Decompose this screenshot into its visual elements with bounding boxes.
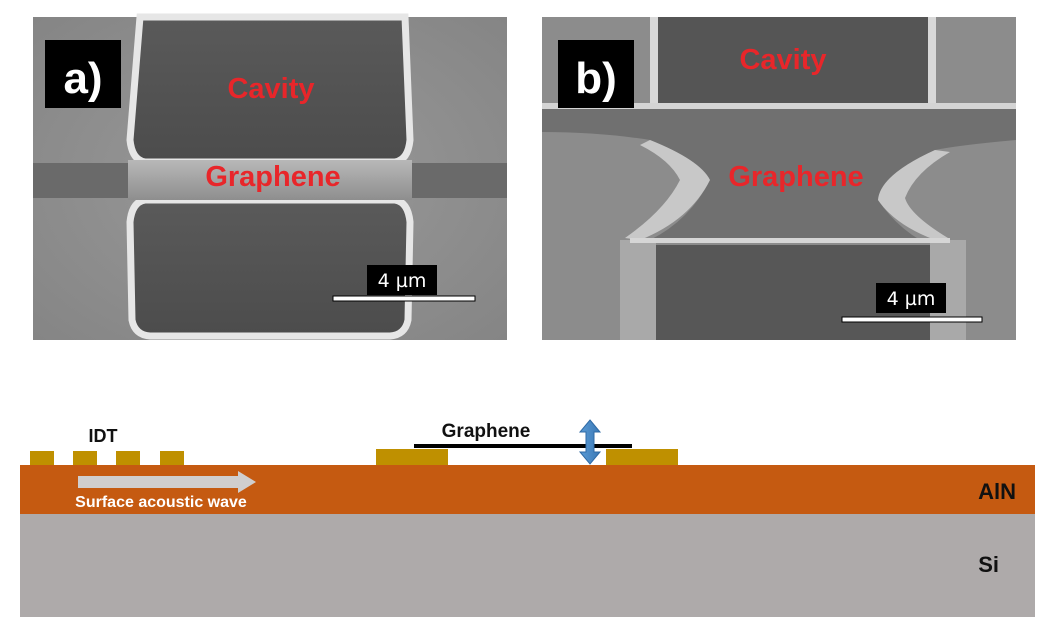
panel-b-cavity-top [655,17,930,105]
panel-a-scale-label: 4 µm [378,270,427,292]
panel-b-graphene-bottom-edge [630,238,950,243]
panel-a-scale-box [367,265,437,295]
graphene-label: Graphene [442,421,531,442]
panel-b-tear-right [878,150,950,240]
idt-finger [73,451,97,465]
panel-a-scale-bar [332,295,476,302]
aln-label: AlN [978,479,1016,504]
wave-label: Surface acoustic wave [75,494,247,511]
device-schematic: IDT Graphene Surface acoustic wave AlN S… [20,419,1035,617]
idt-finger [30,451,54,465]
sem-panel-a: a) Cavity Graphene 4 µm [33,13,507,340]
idt-finger [160,451,184,465]
surface-wave-arrow-icon [78,471,256,493]
aln-layer [20,465,1035,514]
sem-panel-b: b) Cavity Graphene 4 µm [542,17,1016,340]
electrode-left [376,449,448,465]
panel-b-tag: b) [575,54,617,103]
panel-a-cavity-bottom [126,196,414,340]
panel-a-tag-box [45,40,121,108]
panel-b-scale-bar [841,316,983,323]
panel-a-cavity-label: Cavity [227,73,314,105]
panel-b-graphene-top-edge [542,103,1016,109]
panel-b-column-left [620,240,656,340]
panel-b-edge-top-right [928,17,936,105]
panel-a-strip-right [412,163,507,198]
panel-a-graphene-label: Graphene [205,161,340,193]
idt-finger [116,451,140,465]
vibration-arrow-icon [578,419,602,465]
si-layer [20,514,1035,617]
panel-b-scale-label: 4 µm [887,288,936,310]
panel-b-graphene-label: Graphene [728,161,863,193]
panel-b-cavity-label: Cavity [739,44,826,76]
panel-a-strip-left [33,163,128,198]
panel-b-edge-top-left [650,17,658,105]
panel-b-scale-box [876,283,946,313]
idt-label: IDT [89,426,118,446]
panel-a-tag: a) [63,54,102,103]
panel-b-tear-left [625,140,710,240]
panel-b-tag-box [558,40,634,108]
si-label: Si [978,552,999,577]
panel-b-graphene-sheet [542,109,1016,240]
panel-a-graphene-bridge [128,160,412,200]
electrode-right [606,449,678,465]
graphene-membrane [414,444,632,448]
